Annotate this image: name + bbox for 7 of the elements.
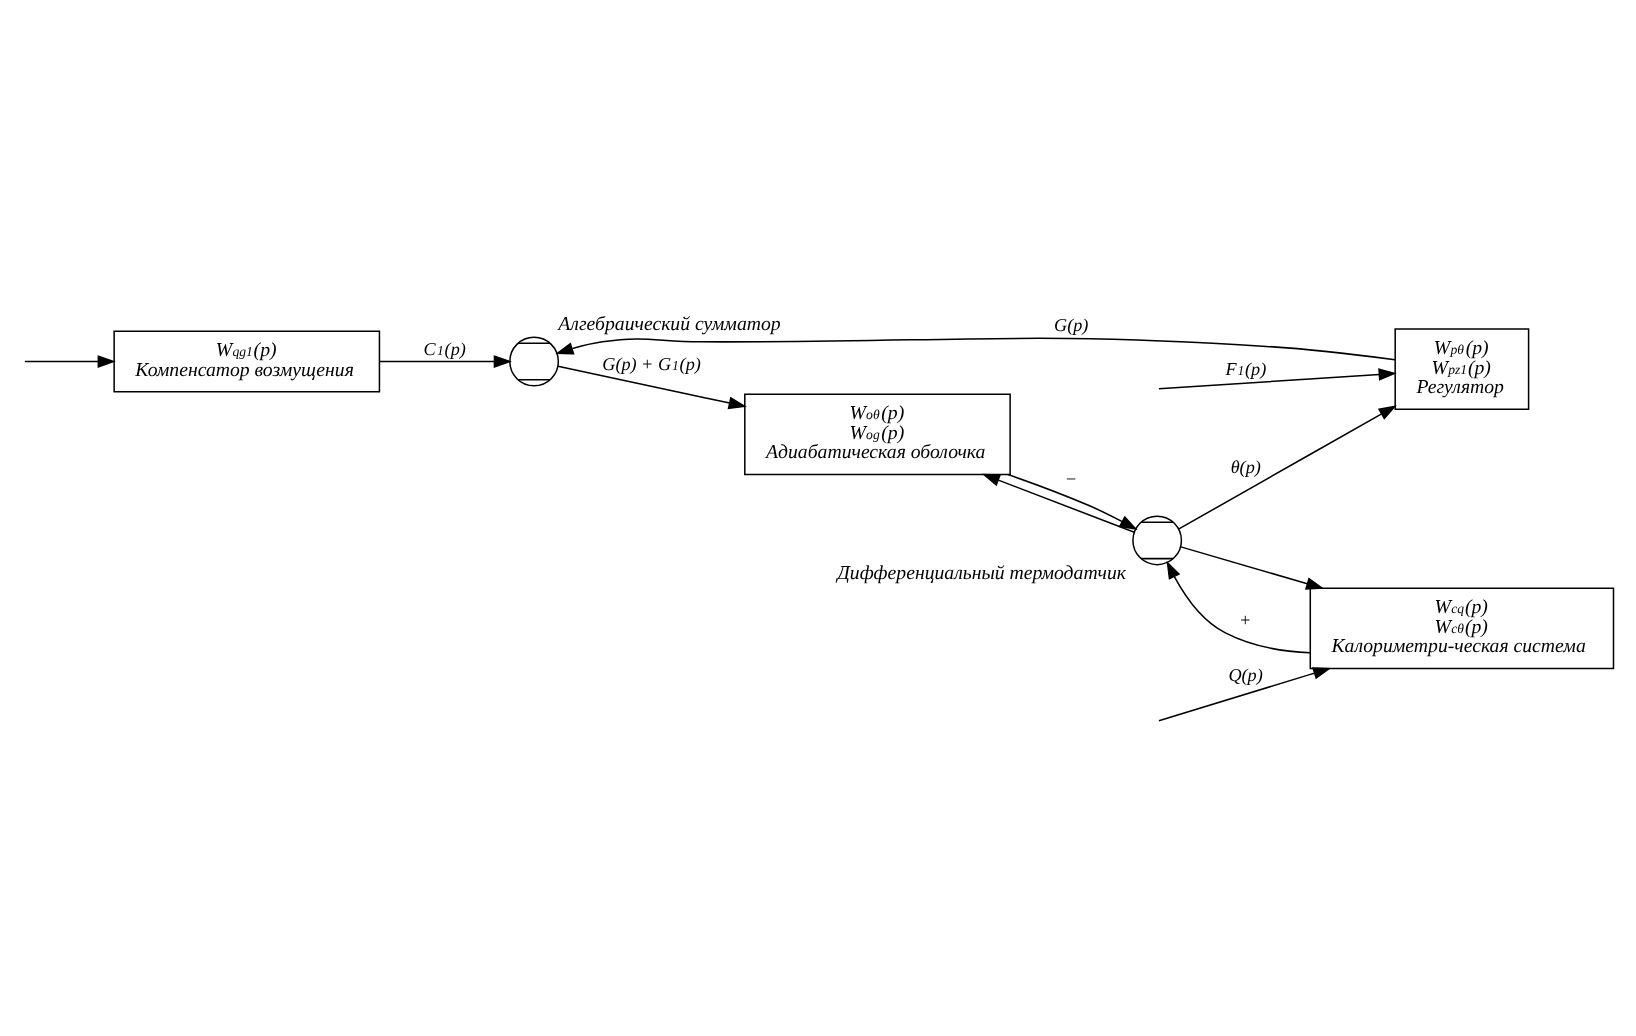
edge-label: G(p) (1054, 313, 1089, 334)
node-label: Алгебраический сумматор (558, 313, 781, 336)
edge-label: θ(p) (1230, 456, 1261, 477)
node-label: Дифференциальный термодатчик (837, 561, 1127, 584)
edge-label: + (1239, 609, 1252, 630)
edge-label: − (1064, 468, 1077, 489)
edge-label: Q(p) (1228, 663, 1263, 684)
